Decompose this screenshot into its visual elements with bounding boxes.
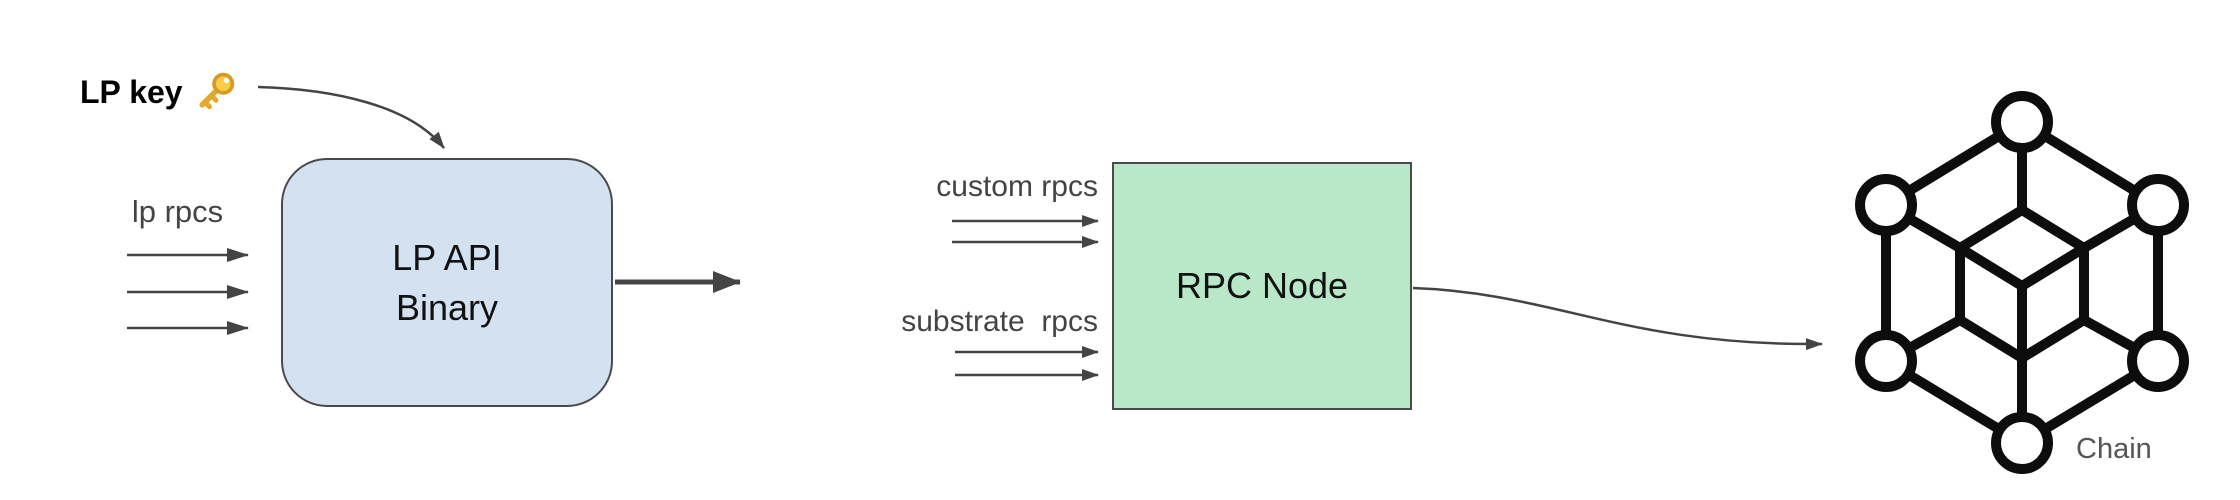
rpc-node: RPC Node bbox=[1112, 162, 1412, 410]
lp-rpcs-label: lp rpcs bbox=[131, 194, 224, 229]
blockchain-cube-icon bbox=[1855, 91, 2189, 474]
custom-rpcs-label: custom rpcs bbox=[936, 170, 1098, 203]
lp-api-binary-label: LP API Binary bbox=[392, 236, 502, 328]
lp-key-label-group: LP key bbox=[80, 70, 237, 114]
chain-label: Chain bbox=[2076, 433, 2152, 465]
lp-key-label: LP key bbox=[80, 73, 183, 110]
rpc-node-to-chain-arrow bbox=[1412, 286, 1823, 351]
key-icon bbox=[199, 72, 234, 110]
substrate-rpcs-arrows bbox=[955, 346, 1099, 381]
lp-api-binary-node: LP API Binary bbox=[281, 158, 613, 407]
chain-node bbox=[1845, 84, 2193, 484]
substrate-rpcs-label: substrate rpcs bbox=[901, 305, 1098, 338]
custom-rpcs-arrows bbox=[952, 215, 1099, 248]
lp-key-arrow bbox=[257, 85, 445, 149]
lp-rpcs-arrows bbox=[127, 248, 249, 335]
rpc-node-label: RPC Node bbox=[1175, 265, 1349, 307]
